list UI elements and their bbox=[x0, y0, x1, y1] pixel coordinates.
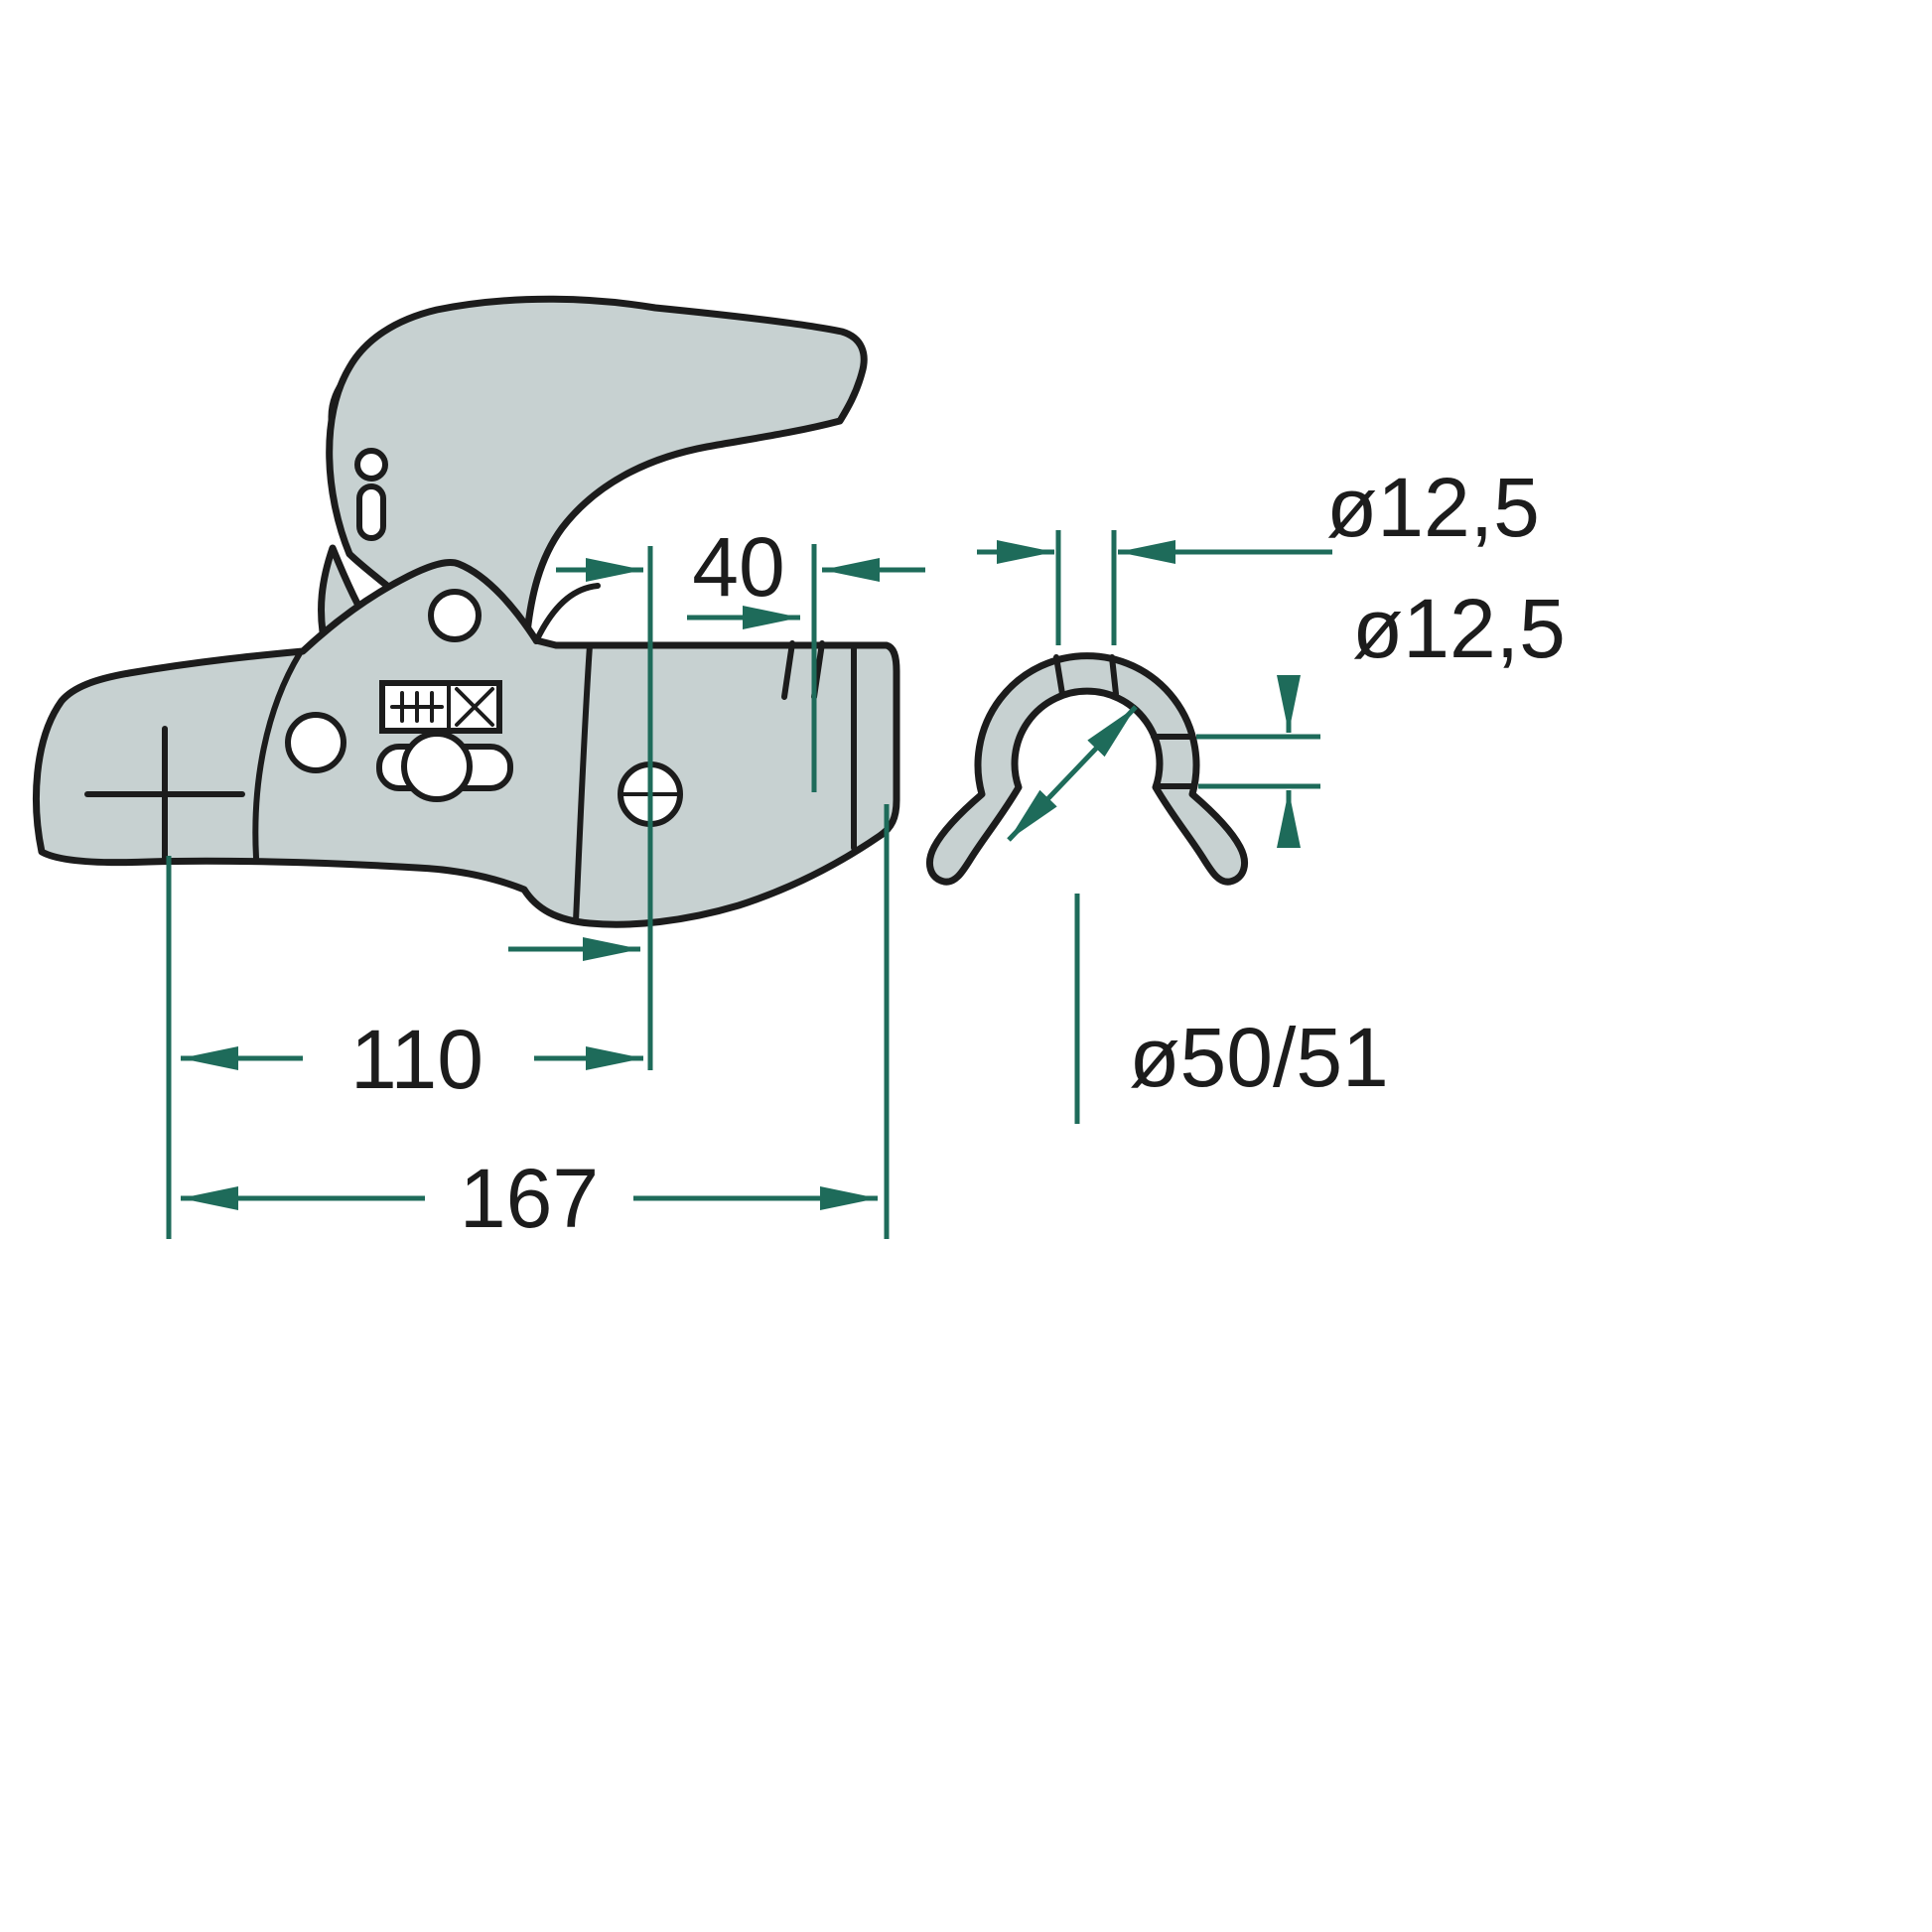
clamp-top-hole-edge-right bbox=[1109, 654, 1119, 697]
dimension-labels: 40 110 167 ø12,5 ø12,5 ø50/51 bbox=[350, 461, 1566, 1245]
dim-label-side-hole: ø12,5 bbox=[1352, 582, 1566, 675]
dim-label-167: 167 bbox=[460, 1152, 599, 1245]
coupling-lever bbox=[326, 295, 868, 647]
clamp-top-hole-edge-left bbox=[1053, 654, 1065, 697]
dim-label-40: 40 bbox=[692, 520, 784, 614]
tube-score-line-left bbox=[781, 640, 795, 700]
marking-plate-glyphs bbox=[390, 683, 494, 731]
socket-mouth-line bbox=[533, 583, 601, 644]
plate-hole bbox=[428, 589, 482, 642]
clamp-cross-section bbox=[926, 652, 1248, 886]
coupling-side-view bbox=[33, 295, 900, 928]
lever-pin-slot bbox=[356, 483, 386, 541]
tube-front-edge-line bbox=[573, 642, 593, 924]
lever-pin-hole bbox=[354, 448, 388, 482]
body-contour-line bbox=[252, 650, 303, 861]
dim-label-top-hole: ø12,5 bbox=[1326, 461, 1540, 554]
clamp-bolt-head bbox=[401, 731, 473, 802]
body-hole bbox=[285, 712, 346, 773]
dimension-arrows bbox=[181, 540, 1332, 1210]
extension-lines bbox=[166, 530, 1320, 1239]
coupling-body bbox=[33, 559, 900, 928]
dim-label-ball-diameter: ø50/51 bbox=[1129, 1011, 1389, 1104]
dim-label-110: 110 bbox=[350, 1013, 483, 1106]
arrow-ball-diameter bbox=[1007, 705, 1138, 842]
clamp-shell bbox=[926, 652, 1248, 886]
